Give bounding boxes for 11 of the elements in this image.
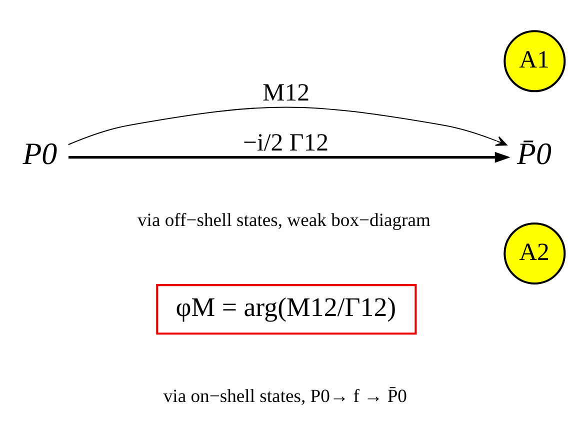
arrow: [68, 106, 508, 146]
node-box: φM = arg(M12/Γ12): [156, 284, 417, 334]
edge-label: −i/2 Γ12: [242, 128, 329, 156]
node-circle: A2: [504, 222, 566, 284]
label: via on−shell states, P0→ f → P̄0: [163, 385, 407, 406]
label: via off−shell states, weak box−diagram: [138, 209, 431, 230]
node-text: P0: [22, 136, 58, 171]
edge-label: M12: [262, 79, 310, 106]
arrow: [68, 151, 510, 162]
node-circle: A1: [504, 30, 566, 92]
node-text: P̄0: [517, 136, 552, 171]
